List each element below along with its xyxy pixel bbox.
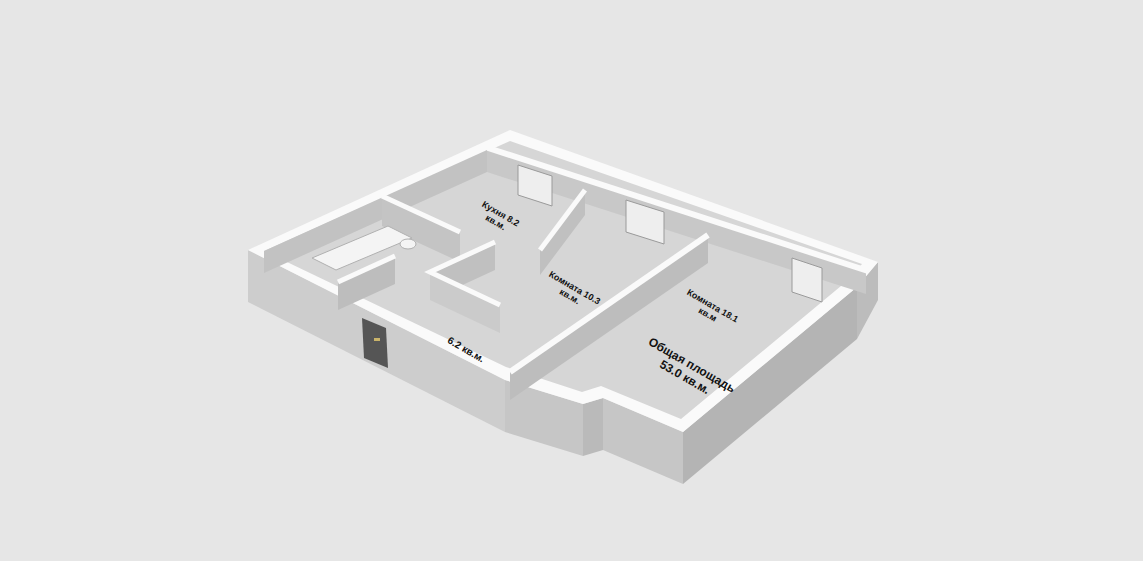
window bbox=[792, 258, 822, 302]
wall-face bbox=[540, 190, 585, 275]
sink bbox=[400, 239, 416, 249]
wall-top bbox=[540, 190, 585, 250]
window bbox=[518, 165, 552, 206]
wall-top bbox=[382, 196, 460, 232]
entrance-door bbox=[362, 318, 388, 368]
wall-face bbox=[264, 150, 487, 273]
bathtub bbox=[312, 226, 412, 270]
wall-top bbox=[430, 242, 500, 305]
door-handle bbox=[374, 338, 380, 341]
wall-top bbox=[248, 130, 878, 432]
wall-face bbox=[583, 398, 603, 456]
window bbox=[626, 200, 664, 244]
